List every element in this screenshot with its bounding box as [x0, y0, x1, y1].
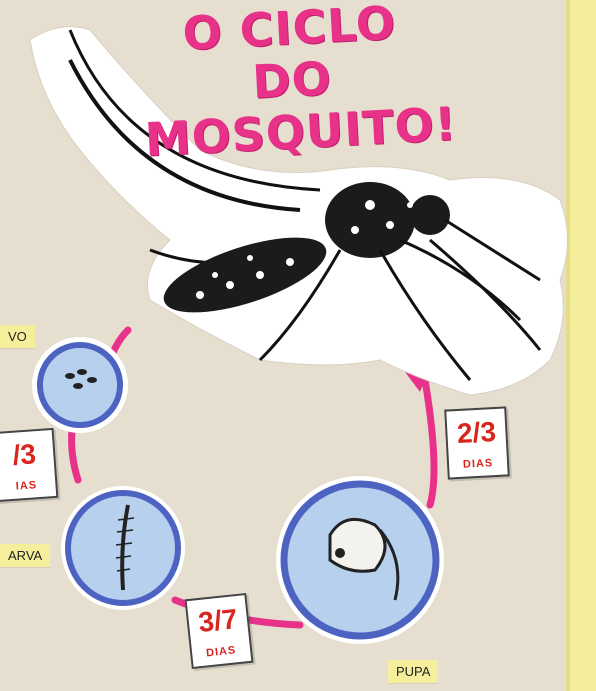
duration-card-ovo: /3 IAS — [0, 428, 58, 502]
duration-fraction: 3/7 — [187, 601, 248, 641]
pupa-stage-icon — [276, 476, 444, 644]
arrow-egg-to-larva — [72, 430, 78, 480]
arrow-pupa-to-adult — [425, 380, 434, 505]
title-line-1: O CICLO DO — [138, 0, 443, 114]
arrow-adult-to-egg — [112, 330, 128, 355]
duration-unit: DIAS — [449, 456, 508, 471]
duration-unit: IAS — [0, 478, 56, 494]
stage-label-larva: ARVA — [0, 544, 50, 567]
stage-label-ovo: VO — [0, 325, 35, 348]
larva-stage-icon — [61, 486, 185, 610]
duration-card-pupa: 2/3 DIAS — [444, 406, 510, 479]
duration-unit: DIAS — [192, 643, 251, 661]
page-title: O CICLO DO MOSQUITO! — [138, 0, 446, 166]
egg-stage-icon — [32, 337, 128, 433]
duration-fraction: 2/3 — [447, 415, 507, 452]
stage-label-pupa: PUPA — [388, 660, 438, 683]
duration-fraction: /3 — [0, 436, 54, 474]
duration-card-larva: 3/7 DIAS — [185, 593, 254, 669]
